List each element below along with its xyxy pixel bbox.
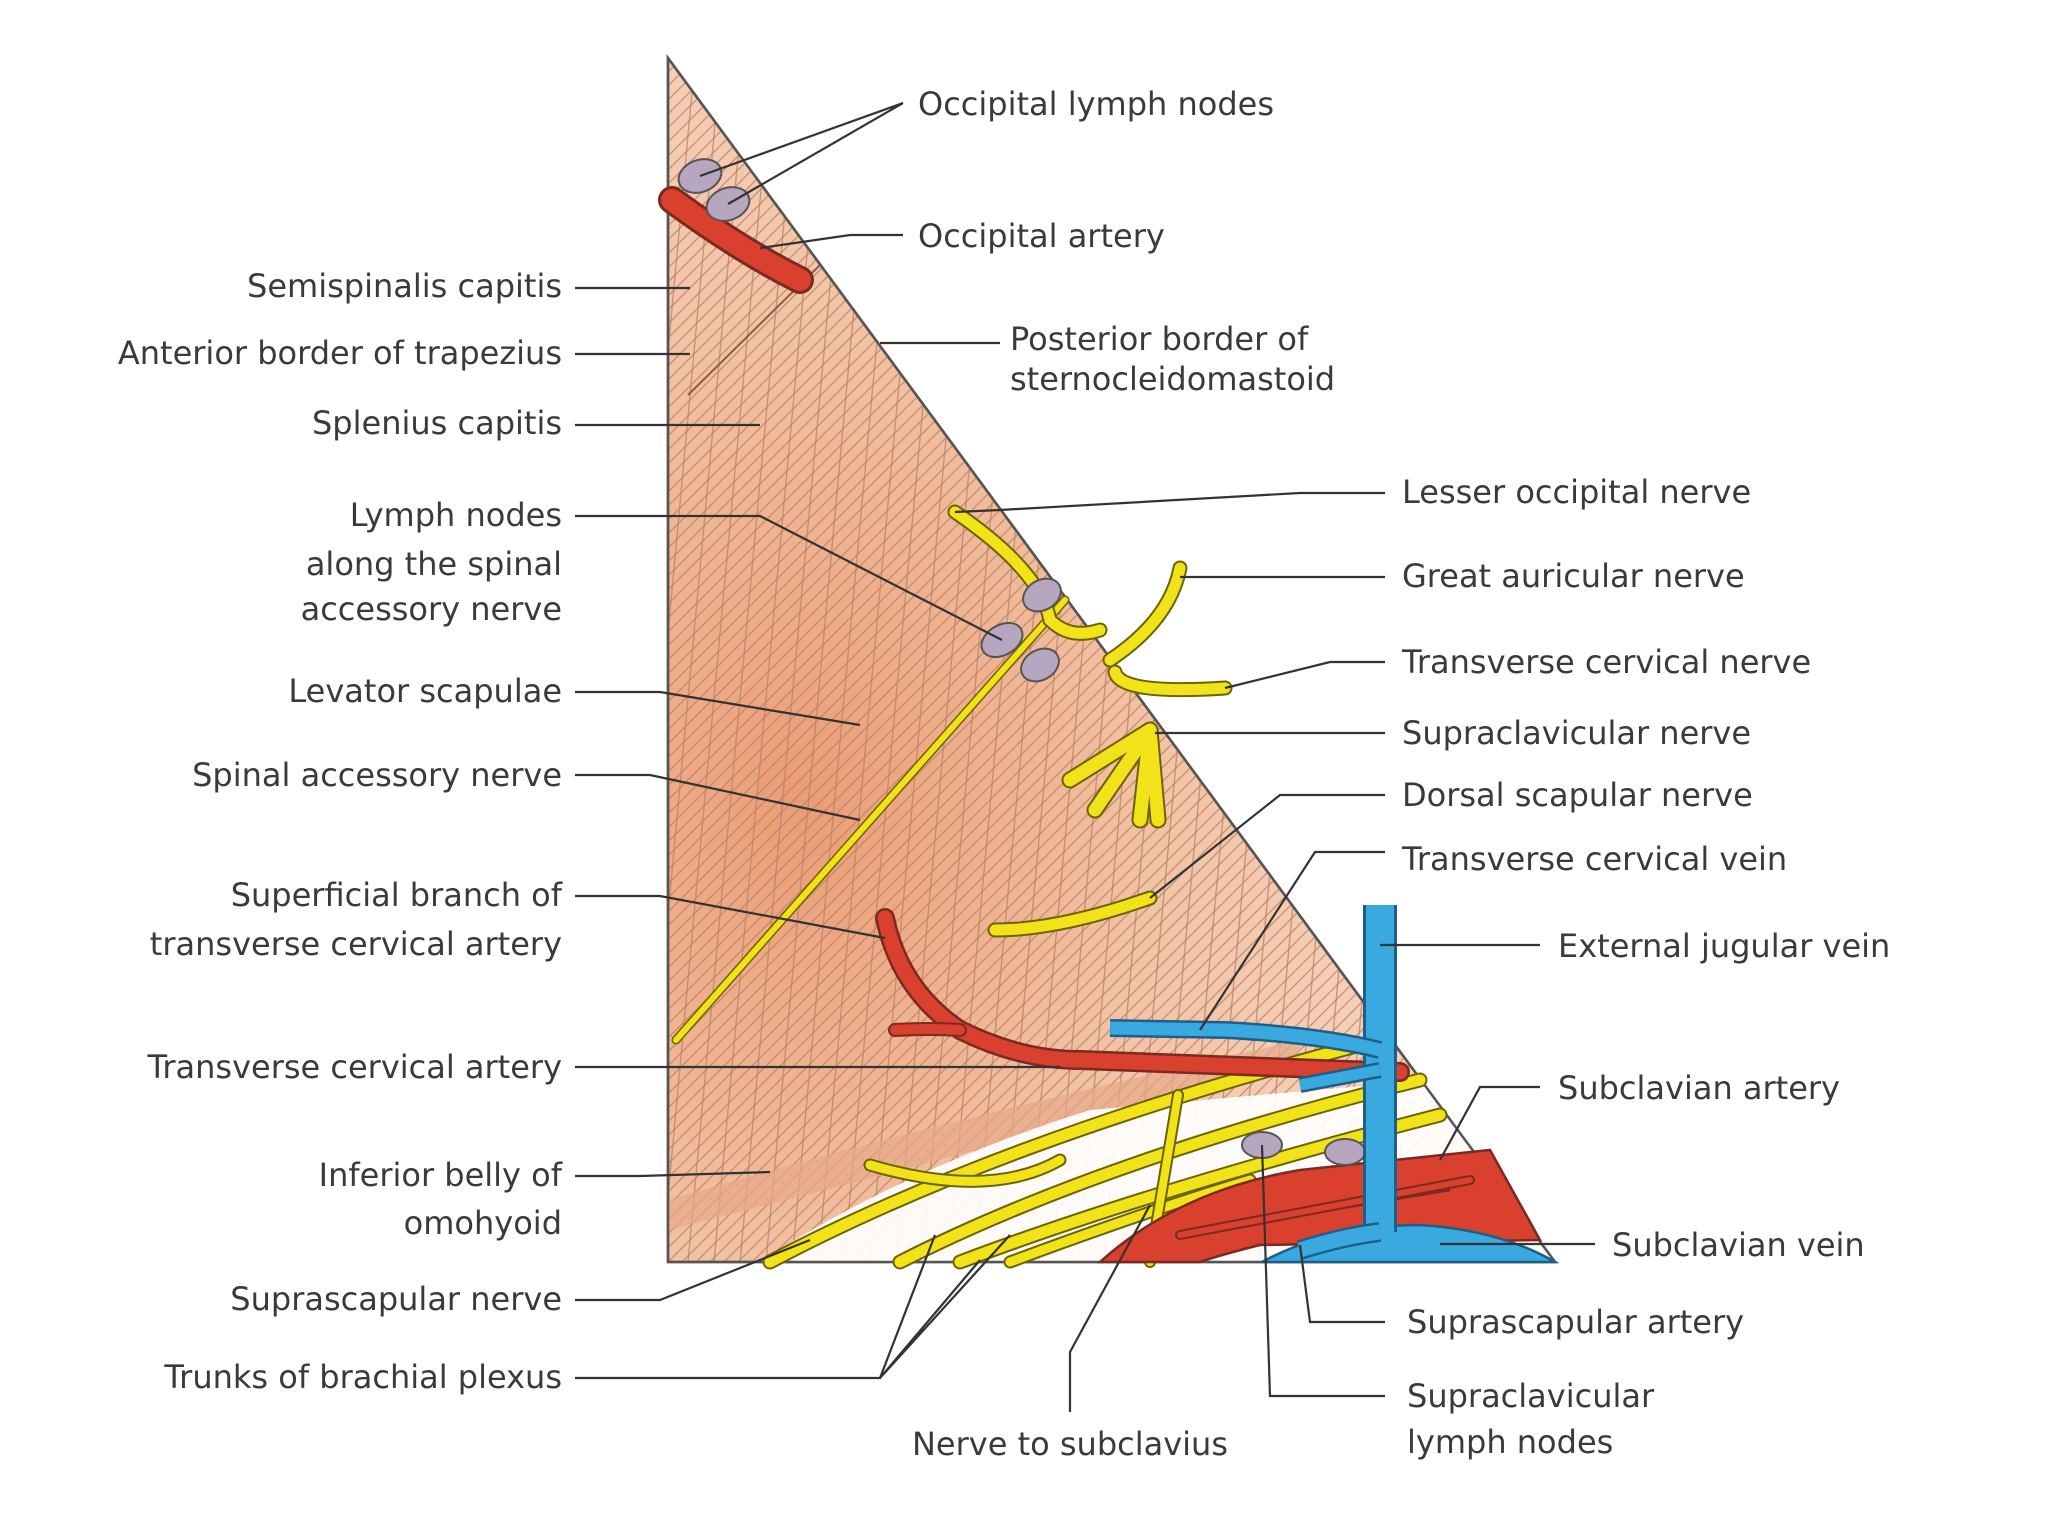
label-dorsal-scapular-nerve: Dorsal scapular nerve: [1402, 776, 1753, 814]
label-great-auricular-nerve: Great auricular nerve: [1402, 557, 1745, 595]
label-lymph-nodes-2: along the spinal: [306, 545, 562, 583]
great-auricular-nerve: [1102, 560, 1188, 668]
label-nerve-to-subclavius: Nerve to subclavius: [912, 1425, 1228, 1463]
suprascapular-nerve: [863, 1153, 1067, 1188]
label-inferior-belly-2: omohyoid: [404, 1204, 562, 1242]
label-anterior-border-trapezius: Anterior border of trapezius: [118, 334, 562, 372]
label-spinal-accessory-nerve: Spinal accessory nerve: [192, 756, 562, 794]
label-inferior-belly-1: Inferior belly of: [319, 1156, 563, 1194]
dorsal-scapular-nerve: [987, 890, 1158, 938]
label-transverse-cervical-vein: Transverse cervical vein: [1401, 840, 1787, 878]
label-transverse-cervical-nerve: Transverse cervical nerve: [1401, 643, 1811, 681]
label-supraclavicular-lymph-nodes-1: Supraclavicular: [1407, 1377, 1655, 1415]
external-jugular-vein: [1297, 905, 1397, 1260]
transverse-cervical-nerve: [1107, 664, 1233, 698]
label-subclavian-artery: Subclavian artery: [1558, 1069, 1840, 1107]
label-external-jugular-vein: External jugular vein: [1558, 927, 1890, 965]
spinal-accessory-lymph-nodes: [980, 577, 1062, 683]
suprascapular-artery: [1175, 1175, 1475, 1240]
label-lesser-occipital-nerve: Lesser occipital nerve: [1402, 473, 1751, 511]
labels: Occipital lymph nodes Occipital artery S…: [118, 85, 1890, 1463]
label-transverse-cervical-artery: Transverse cervical artery: [147, 1048, 563, 1086]
leader-lines: [575, 101, 1595, 1412]
supraclavicular-nerve: [1061, 721, 1167, 829]
omohyoid-belly: [668, 1040, 1300, 1230]
label-posterior-border-scm-2: sternocleidomastoid: [1010, 360, 1335, 398]
spinal-accessory-nerve: [671, 595, 1070, 1045]
label-lymph-nodes-3: accessory nerve: [301, 590, 562, 628]
label-suprascapular-nerve: Suprascapular nerve: [230, 1280, 562, 1318]
label-occipital-lymph-nodes: Occipital lymph nodes: [918, 85, 1274, 123]
label-subclavian-vein: Subclavian vein: [1612, 1226, 1865, 1264]
transverse-cervical-vein: [1109, 1019, 1383, 1093]
label-posterior-border-scm-1: Posterior border of: [1010, 320, 1309, 358]
label-superficial-branch-2: transverse cervical artery: [150, 925, 562, 963]
label-trunks-brachial-plexus: Trunks of brachial plexus: [163, 1358, 562, 1396]
label-semispinalis-capitis: Semispinalis capitis: [247, 267, 562, 305]
transverse-cervical-artery: [875, 908, 1410, 1082]
label-lymph-nodes-1: Lymph nodes: [350, 496, 562, 534]
occipital-artery: [658, 186, 814, 294]
label-supraclavicular-lymph-nodes-2: lymph nodes: [1407, 1423, 1613, 1461]
label-levator-scapulae: Levator scapulae: [288, 672, 562, 710]
label-superficial-branch-1: Superficial branch of: [231, 876, 563, 914]
label-occipital-artery: Occipital artery: [918, 217, 1165, 255]
label-suprascapular-artery: Suprascapular artery: [1407, 1303, 1744, 1341]
label-splenius-capitis: Splenius capitis: [312, 404, 562, 442]
label-supraclavicular-nerve: Supraclavicular nerve: [1402, 714, 1751, 752]
